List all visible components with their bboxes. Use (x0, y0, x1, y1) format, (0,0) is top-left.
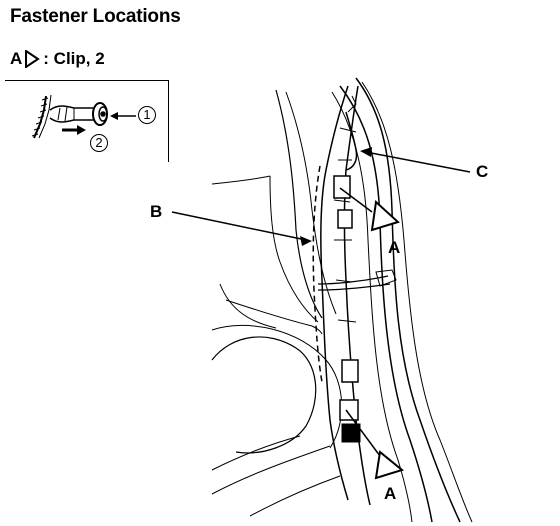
legend-clip: A : Clip, 2 (10, 49, 105, 69)
arrow-icon (62, 125, 86, 135)
step-2-number: 2 (90, 134, 108, 152)
callout-b: B (150, 202, 163, 221)
callout-c: C (476, 162, 489, 181)
callout-a-upper: A (388, 238, 401, 257)
callout-a-lower: A (384, 484, 397, 503)
clip-fastener-icon (31, 94, 108, 139)
triangle-marker-icon (345, 409, 405, 480)
leader-line-b (171, 211, 312, 246)
step-1-number: 1 (138, 106, 156, 124)
arrow-icon (110, 112, 136, 120)
triangle-marker-icon (339, 187, 400, 232)
legend-letter: A (10, 49, 23, 68)
legend-text: : Clip, 2 (43, 49, 105, 68)
page-title: Fastener Locations (10, 6, 181, 27)
clip-detail-inset (5, 80, 169, 162)
leader-line-c (360, 147, 471, 173)
triangle-marker-icon (25, 50, 41, 68)
